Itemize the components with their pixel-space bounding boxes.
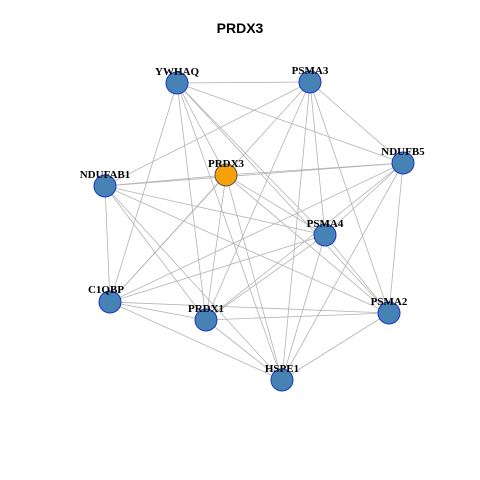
edge-psma3-hspe1 — [281, 81, 311, 381]
edge-ndufb5-psma4 — [324, 162, 404, 236]
edge-psma3-ndufb5 — [309, 81, 404, 164]
edge-c1qbp-prdx1 — [109, 301, 207, 321]
node-label-psma4: PSMA4 — [307, 218, 344, 230]
edge-ndufb5-hspe1 — [281, 162, 404, 381]
edge-ndufb5-ndufab1 — [104, 162, 404, 187]
node-label-prdx1: PRDX1 — [188, 303, 224, 315]
edge-prdx3-psma2 — [225, 174, 390, 314]
edge-prdx3-hspe1 — [225, 174, 283, 381]
node-ndufb5 — [391, 151, 415, 175]
edge-ndufb5-c1qbp — [109, 162, 404, 303]
edge-ndufb5-psma2 — [388, 162, 404, 314]
node-hspe1 — [270, 368, 294, 392]
edge-psma3-ndufab1 — [104, 81, 311, 187]
node-ndufab1 — [93, 174, 117, 198]
edge-ywhaq-prdx1 — [176, 82, 207, 321]
edge-psma3-prdx1 — [205, 81, 311, 321]
edge-prdx1-psma2 — [205, 312, 390, 321]
node-ywhaq — [165, 71, 189, 95]
node-label-ndufb5: NDUFB5 — [381, 146, 425, 158]
edge-ndufab1-prdx1 — [104, 185, 207, 321]
node-prdx1 — [194, 308, 218, 332]
edge-ywhaq-hspe1 — [176, 82, 283, 381]
edge-c1qbp-hspe1 — [109, 301, 283, 381]
edge-c1qbp-psma2 — [109, 301, 390, 314]
node-label-ndufab1: NDUFAB1 — [80, 169, 131, 181]
node-label-psma2: PSMA2 — [371, 296, 408, 308]
edge-psma4-c1qbp — [109, 234, 326, 303]
graph-title: PRDX3 — [216, 20, 264, 36]
node-label-ywhaq: YWHAQ — [155, 66, 199, 78]
node-psma2 — [377, 301, 401, 325]
node-c1qbp — [98, 290, 122, 314]
edge-ndufab1-c1qbp — [104, 185, 111, 303]
edge-psma4-prdx1 — [205, 234, 326, 321]
edge-ndufab1-psma4 — [104, 185, 326, 236]
edge-ywhaq-psma4 — [176, 82, 326, 236]
edge-psma3-psma4 — [309, 81, 326, 236]
edge-ndufb5-prdx3 — [225, 162, 404, 176]
edge-ndufab1-prdx3 — [104, 174, 227, 187]
node-label-prdx3: PRDX3 — [208, 158, 245, 170]
edge-psma4-psma2 — [324, 234, 390, 314]
edge-ywhaq-ndufb5 — [176, 82, 404, 164]
node-psma4 — [313, 223, 337, 247]
edge-psma3-psma2 — [309, 81, 390, 314]
node-label-psma3: PSMA3 — [292, 65, 329, 77]
node-layer — [93, 70, 415, 392]
edge-prdx3-psma4 — [225, 174, 326, 236]
node-label-c1qbp: C1QBP — [88, 284, 124, 296]
edge-prdx3-prdx1 — [205, 174, 227, 321]
edge-layer — [104, 81, 404, 381]
node-prdx3 — [214, 163, 238, 187]
edge-psma2-hspe1 — [281, 312, 390, 381]
edge-prdx1-hspe1 — [205, 319, 283, 381]
edge-ywhaq-c1qbp — [109, 82, 178, 303]
node-label-hspe1: HSPE1 — [265, 363, 299, 375]
edge-psma4-hspe1 — [281, 234, 326, 381]
edge-ndufab1-hspe1 — [104, 185, 283, 381]
edge-ywhaq-psma2 — [176, 82, 390, 314]
edge-prdx3-c1qbp — [109, 174, 227, 303]
edge-ndufab1-psma2 — [104, 185, 390, 314]
node-psma3 — [298, 70, 322, 94]
edge-ywhaq-psma3 — [176, 81, 311, 84]
edge-ywhaq-prdx3 — [176, 82, 227, 176]
